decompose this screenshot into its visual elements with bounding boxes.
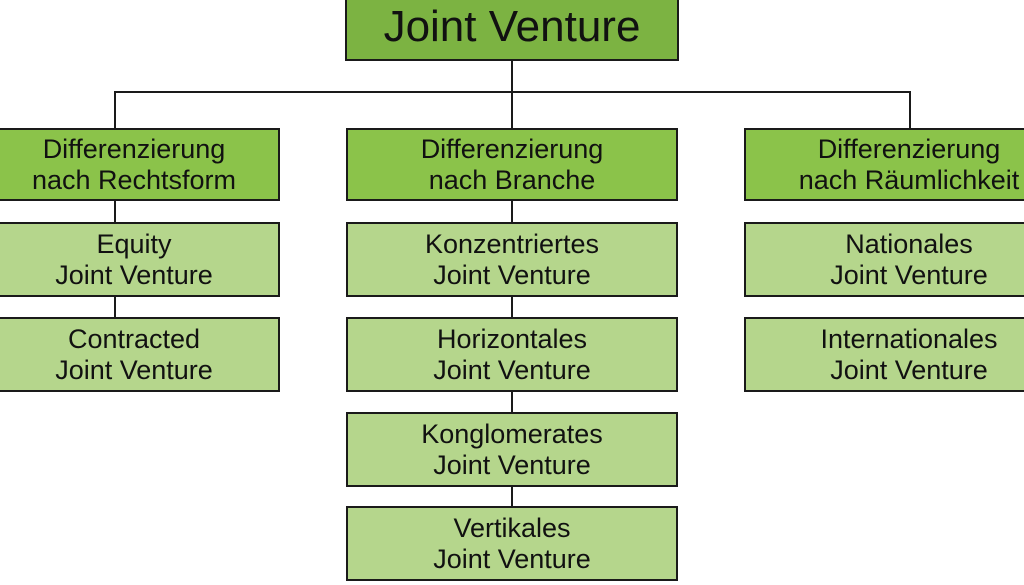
item-line2: Joint Venture — [433, 449, 591, 480]
item-line1: Nationales — [845, 228, 973, 259]
item-konzentriertes: Konzentriertes Joint Venture — [346, 222, 678, 297]
category-raeumlichkeit: Differenzierung nach Räumlichkeit — [744, 128, 1024, 201]
item-line2: Joint Venture — [433, 543, 591, 574]
item-contracted: Contracted Joint Venture — [0, 317, 280, 392]
item-line1: Horizontales — [436, 323, 588, 354]
category-line2: nach Branche — [428, 164, 596, 195]
item-line2: Joint Venture — [55, 354, 213, 385]
item-line1: Contracted — [67, 323, 201, 354]
category-line1: Differenzierung — [817, 133, 1001, 164]
category-branche: Differenzierung nach Branche — [346, 128, 678, 201]
item-line1: Internationales — [820, 323, 998, 354]
root-node: Joint Venture — [345, 0, 679, 61]
item-vertikales: Vertikales Joint Venture — [346, 506, 678, 581]
item-line2: Joint Venture — [433, 354, 591, 385]
category-rechtsform: Differenzierung nach Rechtsform — [0, 128, 280, 201]
item-line1: Konzentriertes — [424, 228, 600, 259]
item-konglomerates: Konglomerates Joint Venture — [346, 412, 678, 487]
item-line2: Joint Venture — [830, 354, 988, 385]
item-line1: Vertikales — [453, 512, 571, 543]
item-line1: Equity — [96, 228, 172, 259]
item-line2: Joint Venture — [830, 259, 988, 290]
item-internationales: Internationales Joint Venture — [744, 317, 1024, 392]
item-line2: Joint Venture — [55, 259, 213, 290]
item-horizontales: Horizontales Joint Venture — [346, 317, 678, 392]
connector-middle-down — [511, 91, 513, 129]
connector-right-down — [909, 91, 911, 129]
item-nationales: Nationales Joint Venture — [744, 222, 1024, 297]
connector-left-down — [114, 91, 116, 129]
root-label: Joint Venture — [383, 1, 641, 51]
category-line1: Differenzierung — [42, 133, 226, 164]
item-line1: Konglomerates — [421, 418, 603, 449]
connector-root-down — [511, 59, 513, 93]
category-line1: Differenzierung — [420, 133, 604, 164]
item-line2: Joint Venture — [433, 259, 591, 290]
category-line2: nach Rechtsform — [31, 164, 237, 195]
category-line2: nach Räumlichkeit — [798, 164, 1020, 195]
item-equity: Equity Joint Venture — [0, 222, 280, 297]
